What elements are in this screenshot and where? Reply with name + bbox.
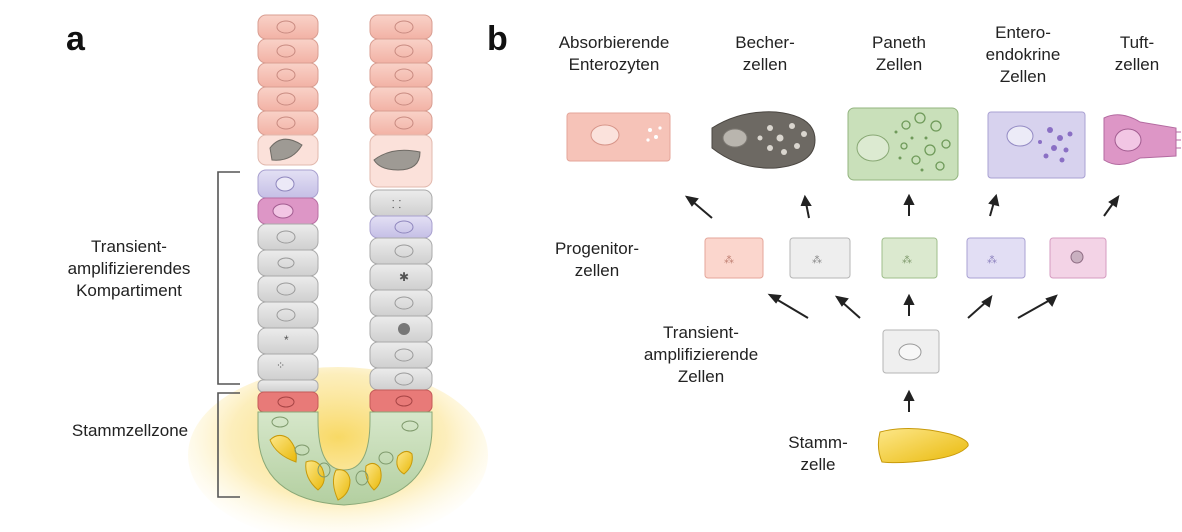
arrows-progenitor-to-mature <box>687 196 1118 218</box>
cell-transient-amplifying <box>883 330 939 373</box>
crypt-illustration: * ⁘ ⸬ <box>188 15 488 532</box>
label-progenitor: Progenitor- zellen <box>532 238 662 282</box>
label-stem-zone: Stammzellzone <box>40 420 220 442</box>
label-transient-compartment: Transient- amplifizierendes Kompartiment <box>34 236 224 302</box>
svg-text:⁂: ⁂ <box>902 254 912 266</box>
svg-text:⁂: ⁂ <box>724 254 734 266</box>
cell-tuft <box>1104 115 1181 165</box>
label-stem-cell: Stamm- zelle <box>768 432 868 476</box>
svg-text:⁂: ⁂ <box>987 254 997 266</box>
svg-text:✱: ✱ <box>399 270 409 284</box>
stem-zone-glow <box>188 367 488 532</box>
label-enterocytes: Absorbierende Enterozyten <box>539 32 689 76</box>
cell-goblet <box>712 112 815 168</box>
crypt-left-column: * ⁘ <box>258 15 318 412</box>
svg-text:⁂: ⁂ <box>812 254 822 266</box>
label-transient-cells: Transient- amplifizierende Zellen <box>616 322 786 388</box>
cell-stem <box>878 428 968 462</box>
cell-enterocyte <box>567 113 670 161</box>
arrow-stem-to-transient <box>905 392 913 412</box>
label-tuft: Tuft- zellen <box>1102 32 1172 76</box>
progenitor-row: ⁂ ⁂ ⁂ ⁂ <box>705 238 1106 278</box>
label-paneth: Paneth Zellen <box>849 32 949 76</box>
lineage-diagram: ⁂ ⁂ ⁂ ⁂ <box>567 108 1181 463</box>
cell-paneth <box>848 108 958 180</box>
crypt-right-column: ⸬ ✱ <box>370 15 432 412</box>
label-goblet: Becher- zellen <box>715 32 815 76</box>
arrows-transient-to-progenitor <box>770 295 1056 318</box>
svg-text:⸬: ⸬ <box>392 199 401 211</box>
svg-text:*: * <box>284 333 289 347</box>
label-enteroendocrine: Entero- endokrine Zellen <box>967 22 1079 88</box>
svg-text:⁘: ⁘ <box>276 360 285 372</box>
cell-enteroendocrine <box>988 112 1085 178</box>
